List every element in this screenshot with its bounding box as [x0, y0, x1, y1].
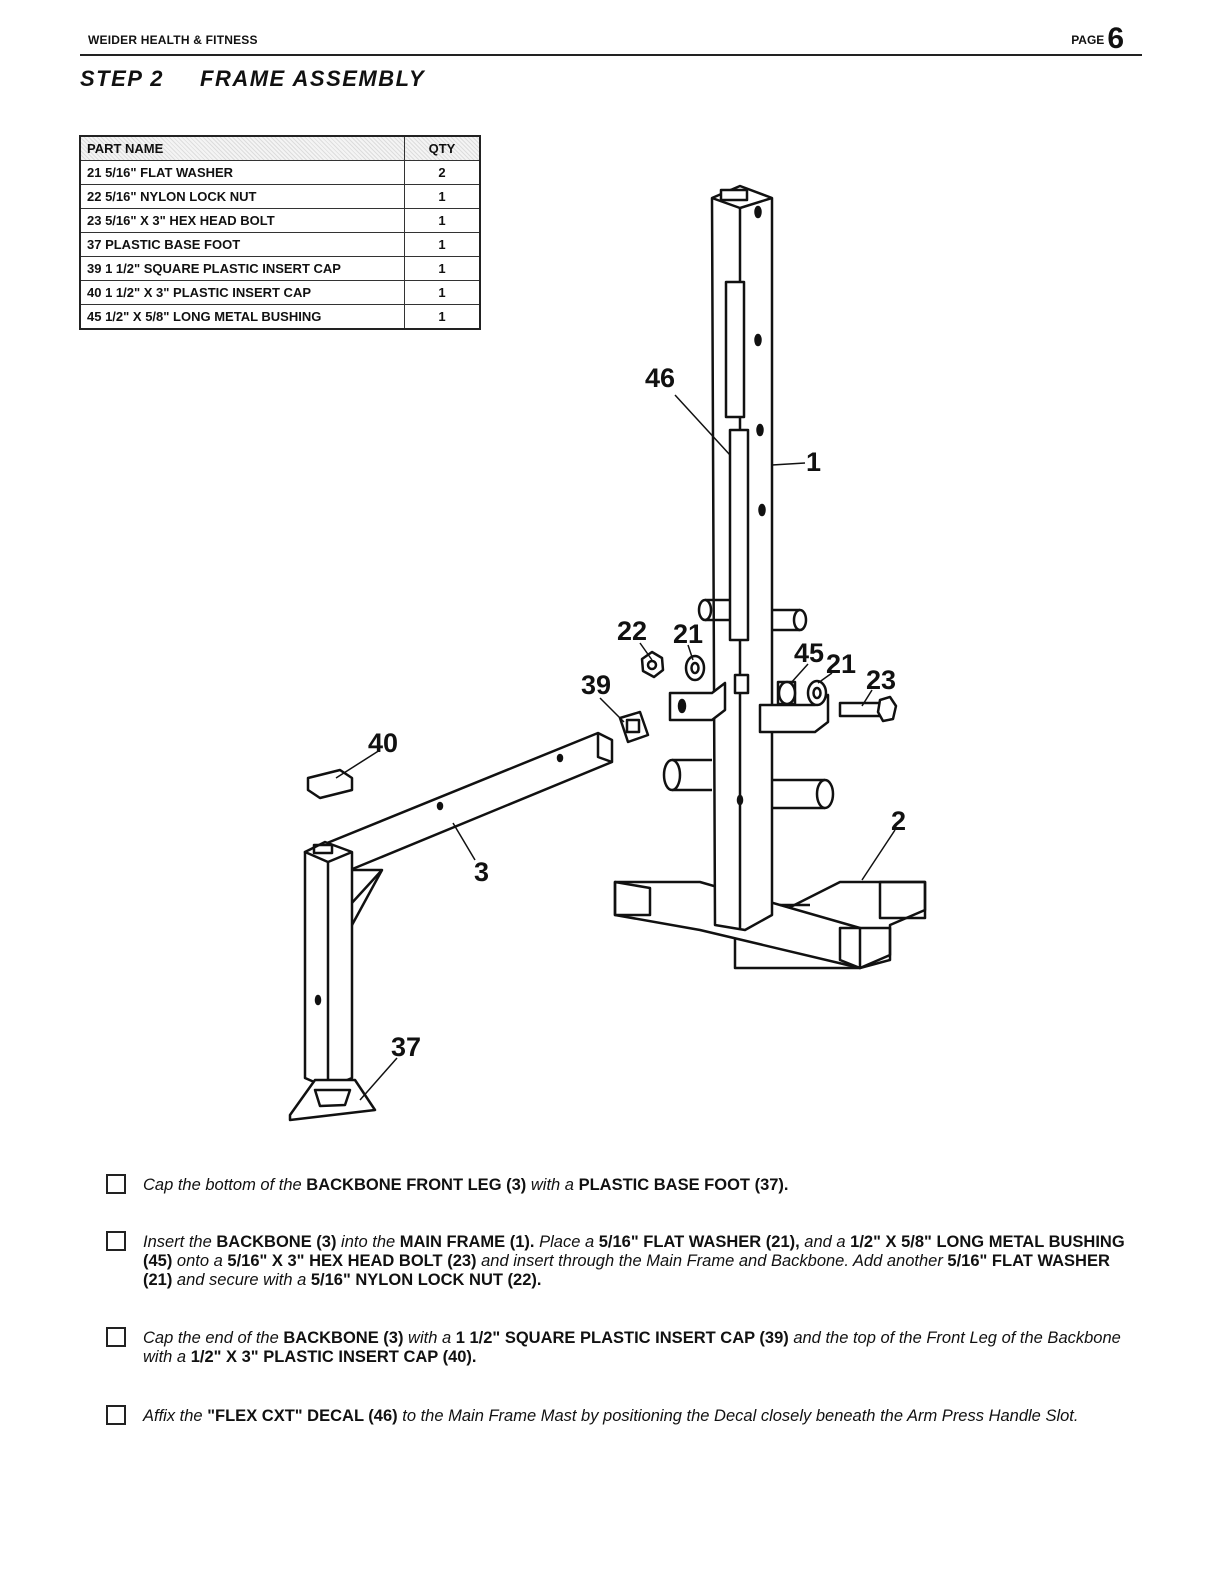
- part-qty: 2: [404, 160, 481, 185]
- instruction-phrase: into the: [336, 1233, 400, 1251]
- callout-45: 45: [794, 638, 824, 668]
- callout-22: 22: [617, 616, 647, 646]
- page-number: 6: [1107, 22, 1124, 55]
- callout-1: 1: [806, 447, 821, 477]
- brand-name: WEIDER HEALTH & FITNESS: [88, 33, 258, 47]
- callout-37: 37: [391, 1032, 421, 1062]
- instruction-checkbox[interactable]: [106, 1405, 126, 1425]
- callout-21-right: 21: [826, 649, 856, 679]
- instruction-part-ref: 1 1/2" SQUARE PLASTIC INSERT CAP (39): [455, 1329, 789, 1347]
- front-leg: [303, 840, 354, 1090]
- main-frame-mast: [710, 184, 774, 932]
- instruction-phrase: to the Main Frame Mast by positioning th…: [397, 1407, 1079, 1425]
- part-qty: 1: [404, 232, 481, 257]
- step-heading: STEP 2 FRAME ASSEMBLY: [80, 66, 425, 92]
- part-qty: 1: [404, 304, 481, 330]
- instruction-item: Insert the BACKBONE (3) into the MAIN FR…: [106, 1231, 1136, 1290]
- instruction-checkbox[interactable]: [106, 1174, 126, 1194]
- instruction-checkbox[interactable]: [106, 1231, 126, 1251]
- instruction-part-ref: MAIN FRAME (1).: [399, 1233, 535, 1251]
- instruction-item: Cap the end of the BACKBONE (3) with a 1…: [106, 1327, 1136, 1367]
- instruction-phrase: and secure with a: [172, 1271, 311, 1289]
- instruction-part-ref: 5/16" FLAT WASHER (21),: [598, 1233, 800, 1251]
- instruction-checkbox[interactable]: [106, 1327, 126, 1347]
- part-qty: 1: [404, 256, 481, 281]
- header-qty: QTY: [404, 135, 481, 161]
- instruction-part-ref: BACKBONE FRONT LEG (3): [306, 1176, 527, 1194]
- callout-40: 40: [368, 728, 398, 758]
- part-qty: 1: [404, 208, 481, 233]
- instruction-text: Cap the end of the BACKBONE (3) with a 1…: [143, 1329, 1136, 1367]
- instruction-part-ref: BACKBONE (3): [283, 1329, 404, 1347]
- instruction-text: Affix the "FLEX CXT" DECAL (46) to the M…: [143, 1407, 1136, 1426]
- instruction-part-ref: 5/16" NYLON LOCK NUT (22).: [310, 1271, 542, 1289]
- instruction-part-ref: 1/2" X 5/8" LONG METAL BUSHING (45): [143, 1233, 1125, 1270]
- part-name: 39 1 1/2" SQUARE PLASTIC INSERT CAP: [79, 256, 405, 281]
- callout-39: 39: [581, 670, 611, 700]
- instruction-phrase: Insert the: [143, 1233, 217, 1251]
- leader-lines: [335, 394, 896, 1101]
- part-name: 40 1 1/2" X 3" PLASTIC INSERT CAP: [79, 280, 405, 305]
- step-number: STEP 2: [80, 66, 164, 91]
- callout-2: 2: [891, 806, 906, 836]
- instruction-phrase: and a: [799, 1233, 851, 1251]
- instruction-phrase: and the top of the Front Leg of the Back…: [143, 1329, 1121, 1366]
- instruction-phrase: with a: [403, 1329, 456, 1347]
- instruction-part-ref: BACKBONE (3): [216, 1233, 337, 1251]
- instruction-phrase: Cap the bottom of the: [143, 1176, 307, 1194]
- instruction-phrase: onto a: [172, 1252, 228, 1270]
- instruction-phrase: Affix the: [143, 1407, 208, 1425]
- instruction-part-ref: "FLEX CXT" DECAL (46): [207, 1407, 398, 1425]
- callout-23: 23: [866, 665, 896, 695]
- instruction-phrase: Place a: [534, 1233, 599, 1251]
- part-name: 37 PLASTIC BASE FOOT: [79, 232, 405, 257]
- mast-brackets: [668, 681, 830, 734]
- instruction-part-ref: 5/16" FLAT WASHER (21): [143, 1252, 1110, 1289]
- part-callouts: 46 1 22 21 45 21 23 39 40 3 2 37: [368, 363, 906, 1062]
- instruction-phrase: with a: [526, 1176, 579, 1194]
- part-name: 45 1/2" X 5/8" LONG METAL BUSHING: [79, 304, 405, 330]
- callout-46: 46: [645, 363, 675, 393]
- callout-21-left: 21: [673, 619, 703, 649]
- instruction-item: Affix the "FLEX CXT" DECAL (46) to the M…: [106, 1405, 1136, 1426]
- instruction-part-ref: 1/2" X 3" PLASTIC INSERT CAP (40).: [190, 1348, 477, 1366]
- part-name: 23 5/16" X 3" HEX HEAD BOLT: [79, 208, 405, 233]
- weight-horns: [662, 598, 835, 810]
- instruction-phrase: Cap the end of the: [143, 1329, 284, 1347]
- instruction-item: Cap the bottom of the BACKBONE FRONT LEG…: [106, 1174, 1136, 1195]
- part-name: 21 5/16" FLAT WASHER: [79, 160, 405, 185]
- step-title: FRAME ASSEMBLY: [200, 66, 426, 91]
- hardware: [306, 650, 898, 800]
- page-label: PAGE: [1071, 33, 1105, 47]
- base-foot: [288, 1078, 377, 1122]
- instruction-part-ref: PLASTIC BASE FOOT (37).: [578, 1176, 789, 1194]
- instruction-text: Cap the bottom of the BACKBONE FRONT LEG…: [143, 1176, 1136, 1195]
- parts-table-header: PART NAME QTY: [79, 135, 481, 161]
- instruction-part-ref: 5/16" X 3" HEX HEAD BOLT (23): [227, 1252, 477, 1270]
- part-name: 22 5/16" NYLON LOCK NUT: [79, 184, 405, 209]
- part-qty: 1: [404, 280, 481, 305]
- instruction-text: Insert the BACKBONE (3) into the MAIN FR…: [143, 1233, 1136, 1290]
- callout-3: 3: [474, 857, 489, 887]
- instruction-phrase: and insert through the Main Frame and Ba…: [476, 1252, 948, 1270]
